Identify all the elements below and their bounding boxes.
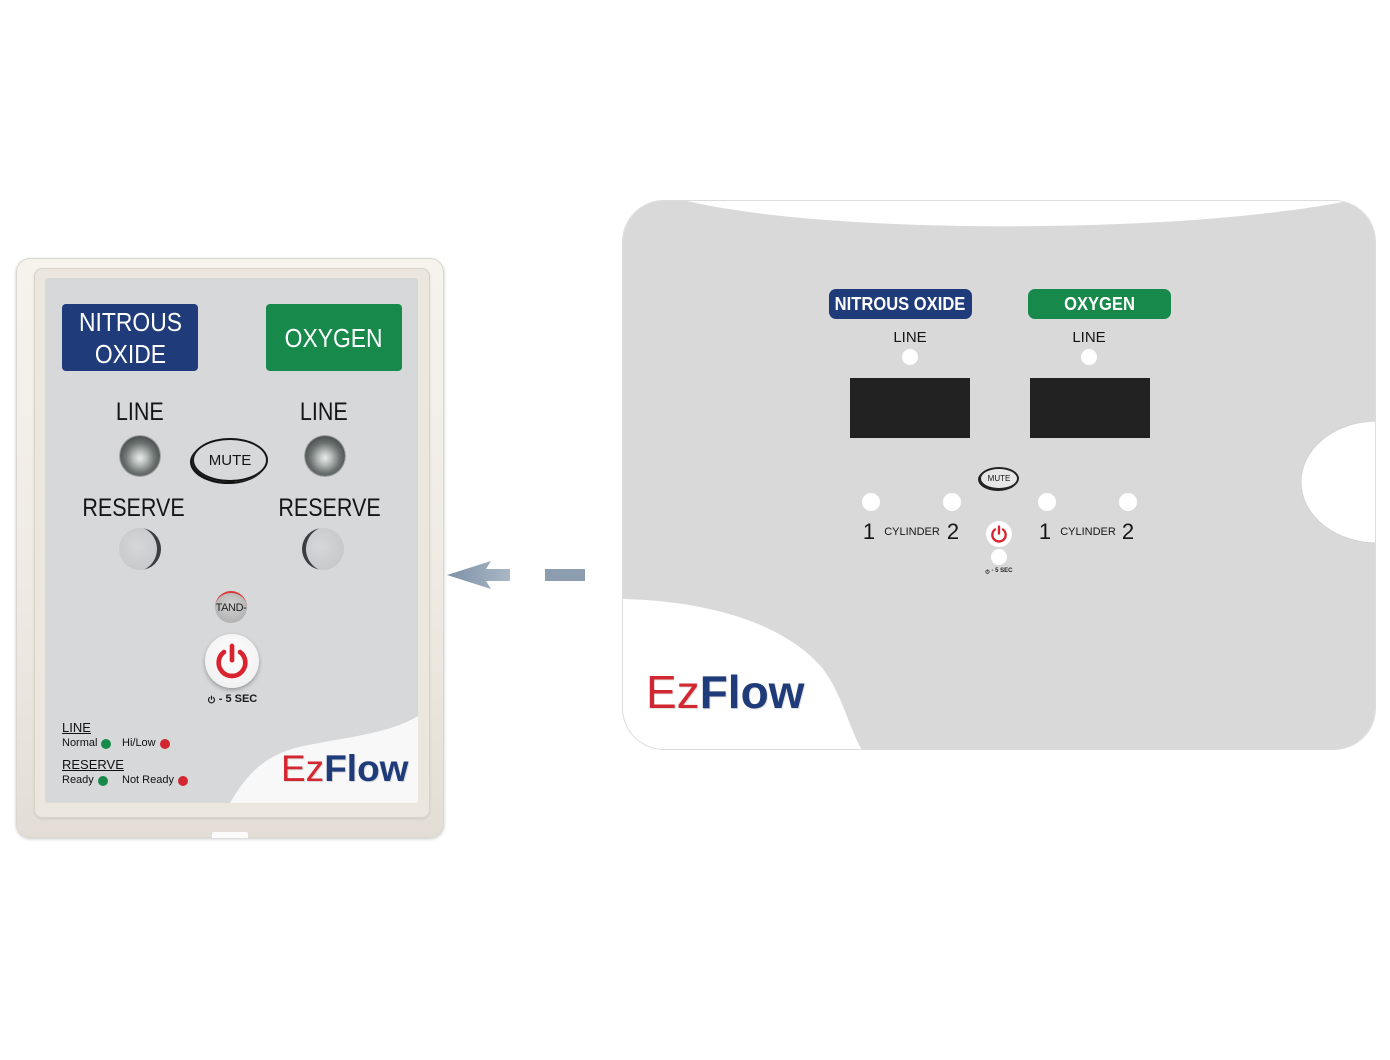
- standby-button-label: TAND-: [215, 602, 247, 614]
- logo-part-ez: Ez: [646, 666, 700, 718]
- flat-panel-artwork: NITROUS OXIDE OXYGEN LINE LINE MUTE 1 CY…: [622, 200, 1376, 750]
- oxygen-reserve-label: RESERVE: [270, 493, 390, 523]
- oxygen-tag: OXYGEN: [266, 304, 402, 371]
- oxygen-line-led-icon: [1081, 349, 1097, 365]
- standby-button: TAND-: [215, 591, 247, 623]
- oxygen-tag: OXYGEN: [1028, 289, 1171, 319]
- oxygen-line-label: LINE: [1072, 329, 1106, 346]
- nitrous-tag-line2: OXIDE: [94, 338, 166, 369]
- legend-line-hilow: Hi/Low: [122, 737, 170, 750]
- nitrous-oxide-tag: NITROUS OXIDE: [829, 289, 972, 319]
- mute-button-label: MUTE: [987, 474, 1011, 483]
- power-icon: [216, 643, 248, 679]
- left-alarm-unit: NITROUS OXIDE OXYGEN LINE LINE MUTE RESE…: [0, 0, 460, 1060]
- logo-part-ez: Ez: [281, 748, 325, 789]
- legend-line-normal: Normal: [62, 737, 112, 750]
- power-icon: [991, 525, 1007, 543]
- nitrous-line-led-icon: [120, 436, 160, 476]
- nitrous-cylinder-1-number: 1: [862, 519, 876, 544]
- nitrous-cylinder-2-number: 2: [946, 519, 960, 544]
- arrow-head: [447, 561, 510, 589]
- power-icon: [986, 568, 990, 574]
- legend-normal-text: Normal: [62, 737, 98, 749]
- legend-reserve-not-ready: Not Ready: [122, 774, 188, 787]
- logo-part-flow: Flow: [324, 748, 409, 789]
- faceplate-logo-wave: [230, 716, 418, 803]
- legend-not-ready-text: Not Ready: [122, 774, 174, 786]
- arrow-left-icon: [445, 558, 590, 594]
- nitrous-reserve-led-icon: [119, 528, 161, 570]
- oxygen-cylinder-1-led-icon: [1038, 493, 1056, 511]
- legend-ready-text: Ready: [62, 774, 94, 786]
- mute-button: MUTE: [192, 438, 268, 482]
- nitrous-reserve-label: RESERVE: [74, 493, 194, 523]
- nitrous-line-label: LINE: [100, 397, 180, 427]
- oxygen-line-label: LINE: [284, 397, 364, 427]
- power-icon: [207, 695, 215, 703]
- legend-hilow-text: Hi/Low: [122, 737, 156, 749]
- nitrous-oxide-tag: NITROUS OXIDE: [62, 304, 198, 371]
- nitrous-cylinder-1-led-icon: [862, 493, 880, 511]
- nitrous-line-text: LINE: [116, 398, 164, 426]
- power-hold-text: - 5 SEC: [218, 693, 258, 705]
- standby-led-icon: [991, 549, 1007, 565]
- oxygen-line-led-icon: [305, 436, 345, 476]
- nitrous-tag-line1: NITROUS: [78, 306, 182, 337]
- power-button: [205, 634, 259, 688]
- nitrous-cylinder-label: CYLINDER: [884, 526, 940, 538]
- power-hold-hint: - 5 SEC: [182, 691, 282, 707]
- green-dot-icon: [97, 775, 108, 786]
- nitrous-reserve-text: RESERVE: [82, 494, 186, 522]
- power-hold-text: - 5 SEC: [991, 568, 1013, 574]
- oxygen-cylinder-2-number: 2: [1121, 519, 1135, 544]
- legend-reserve-title: RESERVE: [62, 757, 124, 772]
- nitrous-display-window: [850, 378, 970, 438]
- oxygen-display-window: [1030, 378, 1150, 438]
- oxygen-cylinder-2-led-icon: [1119, 493, 1137, 511]
- nitrous-tag-label: NITROUS OXIDE: [835, 293, 966, 314]
- housing-notch: [212, 832, 248, 838]
- nitrous-line-label: LINE: [893, 329, 927, 346]
- oxygen-line-text: LINE: [300, 398, 348, 426]
- ezflow-logo: EzFlow: [646, 667, 804, 717]
- mute-button-label: MUTE: [208, 451, 252, 469]
- oxygen-cylinder-label: CYLINDER: [1060, 526, 1116, 538]
- oxygen-reserve-led-icon: [302, 528, 344, 570]
- red-dot-icon: [177, 775, 188, 786]
- power-button: [986, 521, 1012, 547]
- oxygen-cylinder-1-number: 1: [1038, 519, 1052, 544]
- ezflow-logo: EzFlow: [281, 749, 408, 789]
- legend-reserve-ready: Ready: [62, 774, 108, 787]
- oxygen-reserve-text: RESERVE: [278, 494, 382, 522]
- green-dot-icon: [101, 738, 112, 749]
- nitrous-cylinder-2-led-icon: [943, 493, 961, 511]
- power-hold-hint: - 5 SEC: [969, 567, 1029, 575]
- arrow-dash: [545, 569, 585, 581]
- legend-line-title: LINE: [62, 720, 91, 735]
- oxygen-tag-label: OXYGEN: [285, 322, 383, 353]
- logo-part-flow: Flow: [699, 666, 805, 718]
- mute-button: MUTE: [979, 467, 1019, 490]
- oxygen-tag-label: OXYGEN: [1064, 293, 1135, 314]
- nitrous-line-led-icon: [902, 349, 918, 365]
- red-dot-icon: [159, 738, 170, 749]
